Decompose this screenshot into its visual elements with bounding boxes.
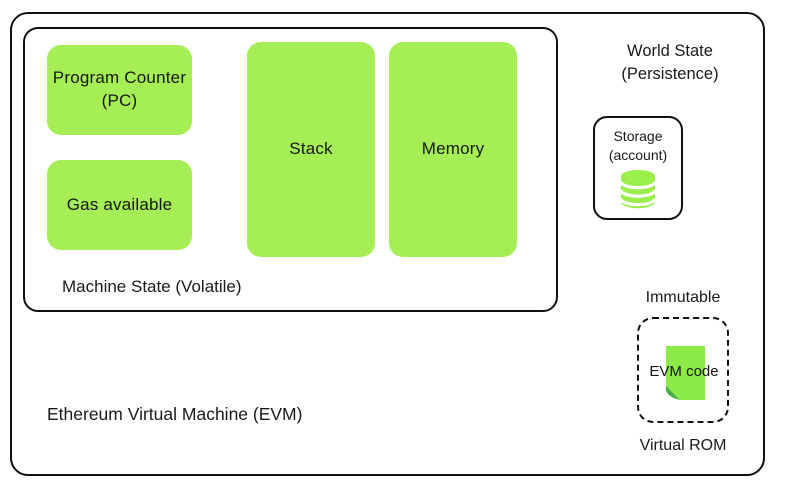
gas-available-label: Gas available: [66, 194, 173, 214]
memory-label: Memory: [421, 139, 485, 159]
database-icon: [619, 168, 657, 209]
virtual-rom-box: EVM code: [637, 317, 729, 423]
storage-box: Storage (account): [593, 116, 683, 220]
document-icon: [666, 346, 705, 400]
program-counter-label: Program Counter (PC): [52, 68, 187, 110]
storage-label: Storage (account): [608, 128, 668, 163]
virtual-rom-label: Virtual ROM: [639, 437, 727, 454]
machine-state-label: Machine State (Volatile): [62, 277, 242, 296]
gas-available-box: Gas available: [47, 160, 192, 250]
program-counter-box: Program Counter (PC): [47, 45, 192, 135]
evm-title: Ethereum Virtual Machine (EVM): [47, 404, 303, 424]
memory-box: Memory: [389, 42, 517, 257]
stack-label: Stack: [289, 139, 333, 159]
stack-box: Stack: [247, 42, 375, 257]
evm-code-label: EVM code: [649, 363, 719, 380]
world-state-label: World State (Persistence): [621, 42, 719, 84]
immutable-label: Immutable: [645, 289, 721, 306]
